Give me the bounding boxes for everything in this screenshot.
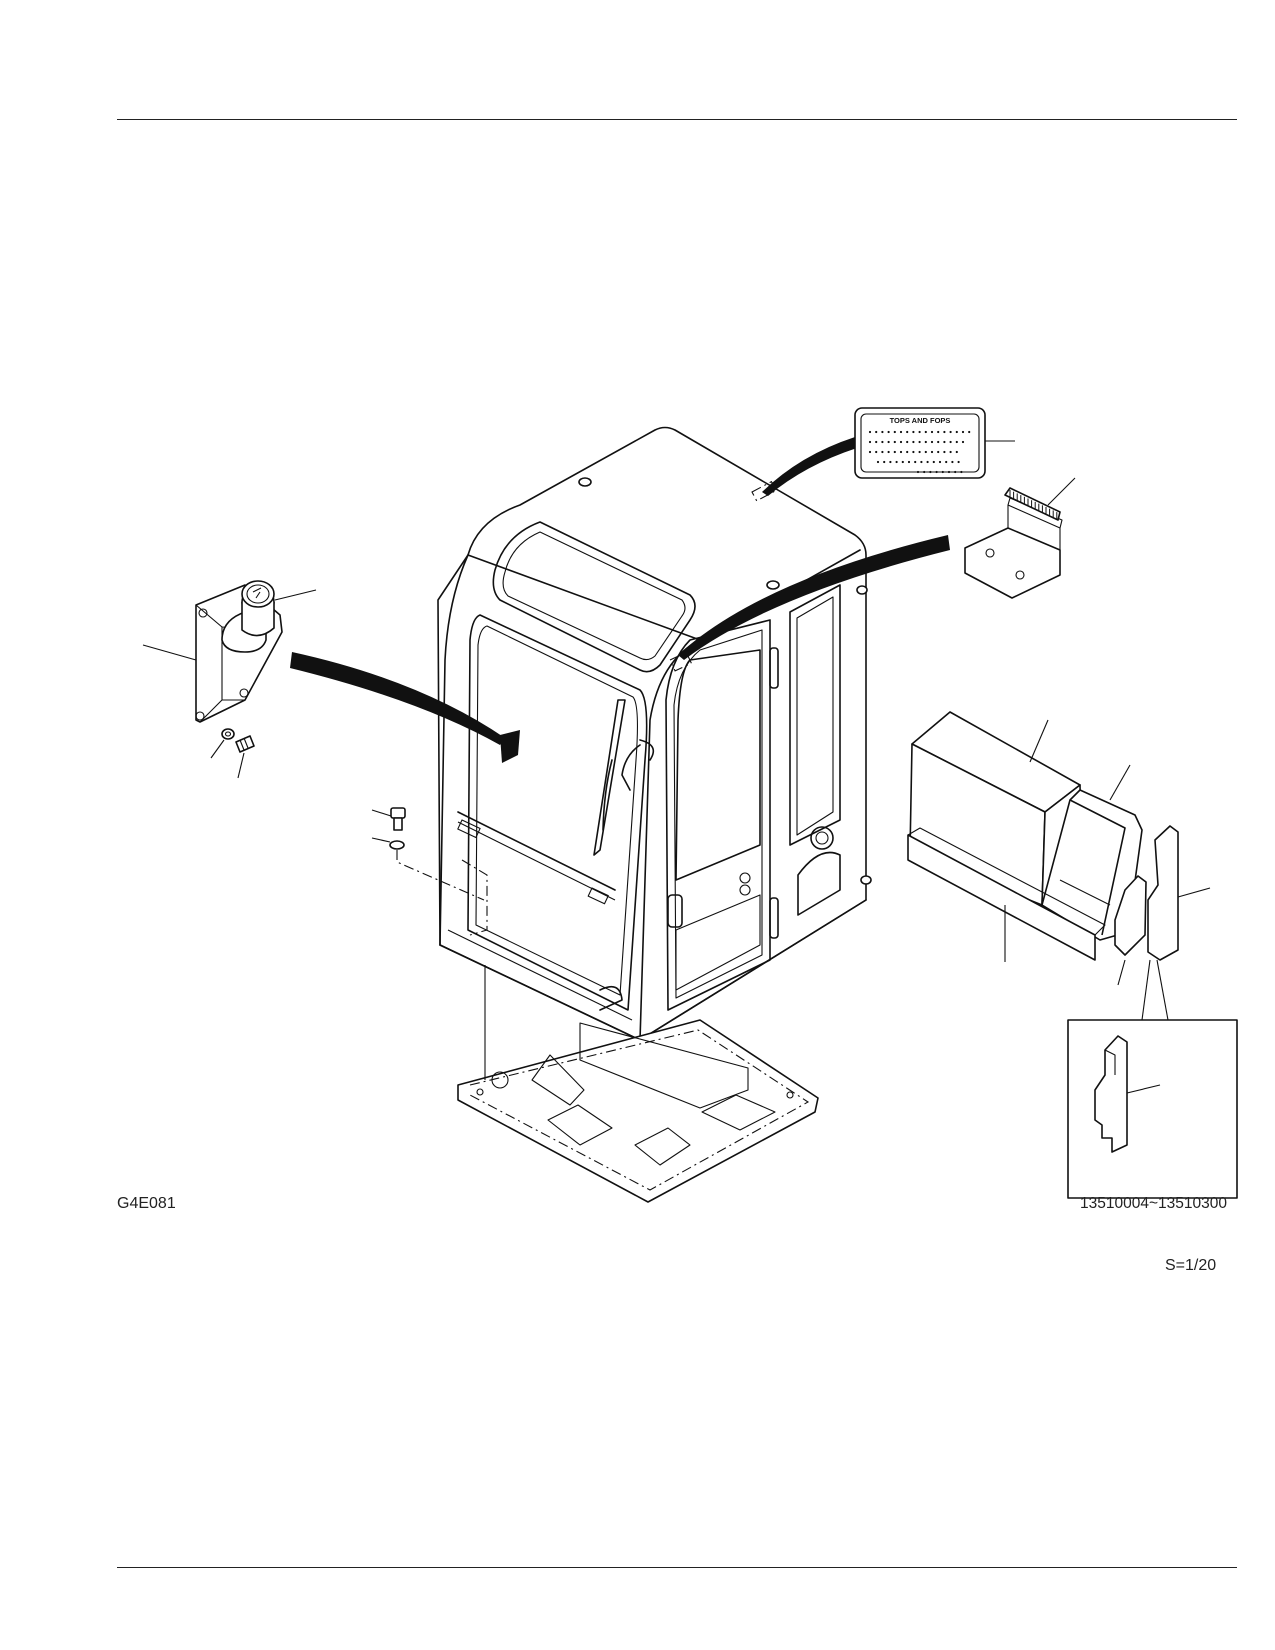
scale-note: S=1/20 (1165, 1257, 1217, 1274)
serial-range: 13510004~13510300 (1080, 1195, 1227, 1212)
tops-fops-label: TOPS AND FOPS (854, 407, 1015, 479)
figure-code: G4E081 (117, 1195, 176, 1212)
detail-inset (1067, 1019, 1238, 1199)
header-rule (117, 119, 1237, 120)
cab-assembly (437, 426, 872, 1041)
pointer-arrows (290, 437, 950, 763)
floor-plate (457, 965, 819, 1203)
bracket-with-harness (964, 477, 1076, 599)
seat-cushions (907, 711, 1211, 1021)
bolt-and-washer (371, 807, 485, 901)
tops-fops-label-text: TOPS AND FOPS (890, 416, 951, 425)
light-switch-bracket (142, 580, 317, 779)
footer-rule (117, 1567, 1237, 1568)
